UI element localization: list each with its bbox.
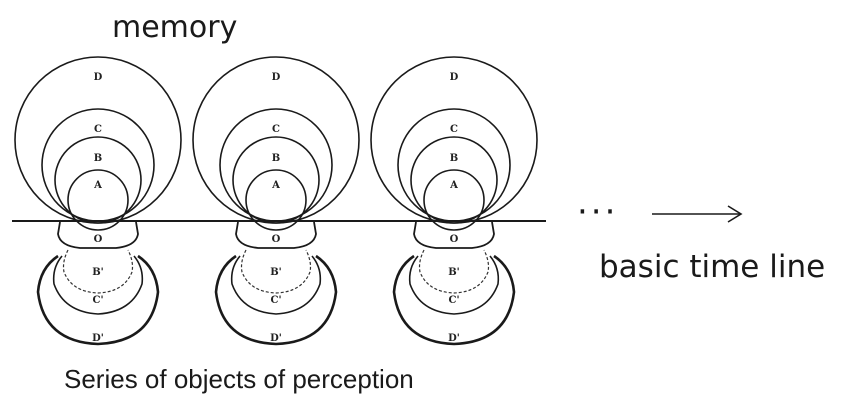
label-b-prime: B': [270, 267, 282, 278]
label-c-prime: C': [92, 295, 103, 306]
label-a: A: [271, 180, 280, 191]
label-o: O: [450, 234, 459, 245]
label-c: C: [272, 124, 280, 135]
label-a: A: [93, 180, 102, 191]
label-d-prime: D': [448, 333, 460, 344]
memory-title: memory: [112, 10, 238, 45]
label-b: B: [272, 153, 280, 164]
label-c: C: [94, 124, 102, 135]
label-c: C: [450, 124, 458, 135]
time-line-label: basic time line: [599, 249, 826, 285]
label-o: O: [94, 234, 103, 245]
label-b-prime: B': [448, 267, 460, 278]
label-o: O: [272, 234, 281, 245]
label-b-prime: B': [92, 267, 104, 278]
label-d-prime: D': [92, 333, 104, 344]
label-b: B: [94, 153, 102, 164]
label-c-prime: C': [270, 295, 281, 306]
label-b: B: [450, 153, 458, 164]
perception-figure-2: D C B A O B' C' D': [191, 55, 361, 346]
label-a: A: [449, 180, 458, 191]
ellipsis: ···: [577, 192, 619, 232]
label-c-prime: C': [448, 295, 459, 306]
right-arrow-icon: [652, 205, 743, 223]
perception-figure-3: D C B A O B' C' D': [369, 55, 539, 346]
label-d: D: [94, 72, 103, 83]
label-d: D: [450, 72, 459, 83]
label-d-prime: D': [270, 333, 282, 344]
perception-figure-1: D C B A O B' C' D': [13, 55, 183, 346]
series-caption: Series of objects of perception: [64, 364, 414, 394]
label-d: D: [272, 72, 281, 83]
